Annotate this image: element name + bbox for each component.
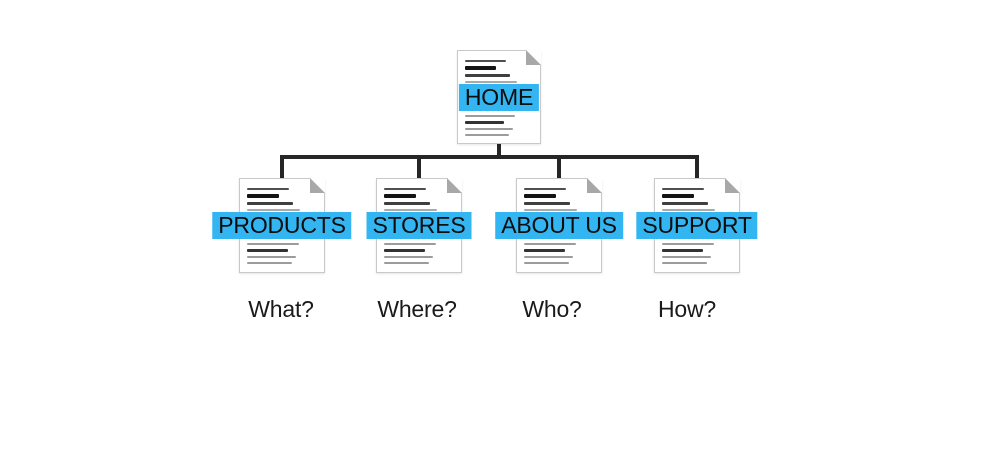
text-line xyxy=(384,202,431,205)
text-line xyxy=(662,243,714,245)
text-line xyxy=(662,188,704,190)
node-stores: STORES xyxy=(366,178,472,273)
text-line xyxy=(524,243,576,245)
caption-what: What? xyxy=(248,296,314,322)
text-line xyxy=(524,262,569,264)
text-line xyxy=(384,188,426,190)
page-fold-icon xyxy=(725,178,740,193)
text-line xyxy=(465,134,509,136)
connector-stub-support xyxy=(695,157,699,179)
connector-stub-stores xyxy=(417,157,421,179)
text-line xyxy=(465,121,505,124)
page-fold-icon xyxy=(587,178,602,193)
text-line xyxy=(247,262,292,264)
caption-where: Where? xyxy=(377,296,457,322)
text-line xyxy=(524,249,565,252)
text-line xyxy=(465,81,517,83)
text-line xyxy=(662,202,709,205)
text-line xyxy=(524,202,571,205)
text-line xyxy=(465,128,513,130)
text-line xyxy=(524,194,556,198)
text-line xyxy=(662,194,694,198)
text-line xyxy=(384,209,438,211)
text-line xyxy=(247,209,301,211)
page-fold-icon xyxy=(310,178,325,193)
connector-stub-about-us xyxy=(557,157,561,179)
node-about-us: ABOUT US xyxy=(495,178,623,273)
text-line xyxy=(384,262,429,264)
text-line xyxy=(384,243,436,245)
node-label-stores: STORES xyxy=(366,212,472,239)
connector-home-trunk xyxy=(497,142,501,157)
page-fold-icon xyxy=(447,178,462,193)
node-label-support: SUPPORT xyxy=(636,212,758,239)
text-line xyxy=(384,194,416,198)
text-line xyxy=(465,60,506,62)
node-support: SUPPORT xyxy=(636,178,758,273)
connector-horizontal-bar xyxy=(280,155,699,159)
text-line xyxy=(662,249,703,252)
text-line xyxy=(465,66,496,70)
connector-stub-products xyxy=(280,157,284,179)
node-products: PRODUCTS xyxy=(212,178,352,273)
text-line xyxy=(384,249,425,252)
text-line xyxy=(662,209,716,211)
caption-how: How? xyxy=(657,296,717,322)
node-label-products: PRODUCTS xyxy=(212,212,352,239)
node-home: HOME xyxy=(457,50,541,144)
text-line xyxy=(524,256,573,258)
text-line xyxy=(384,256,433,258)
text-line xyxy=(465,74,510,77)
text-line xyxy=(247,249,288,252)
node-label-home: HOME xyxy=(458,84,540,111)
text-line xyxy=(662,256,711,258)
text-line xyxy=(524,209,578,211)
text-line xyxy=(247,256,296,258)
node-label-about-us: ABOUT US xyxy=(495,212,623,239)
text-line xyxy=(247,188,289,190)
caption-who: Who? xyxy=(522,296,582,322)
page-fold-icon xyxy=(526,50,541,65)
text-line xyxy=(524,188,566,190)
text-line xyxy=(662,262,707,264)
text-line xyxy=(247,243,299,245)
text-line xyxy=(247,202,294,205)
text-line xyxy=(247,194,279,198)
text-line xyxy=(465,115,516,117)
